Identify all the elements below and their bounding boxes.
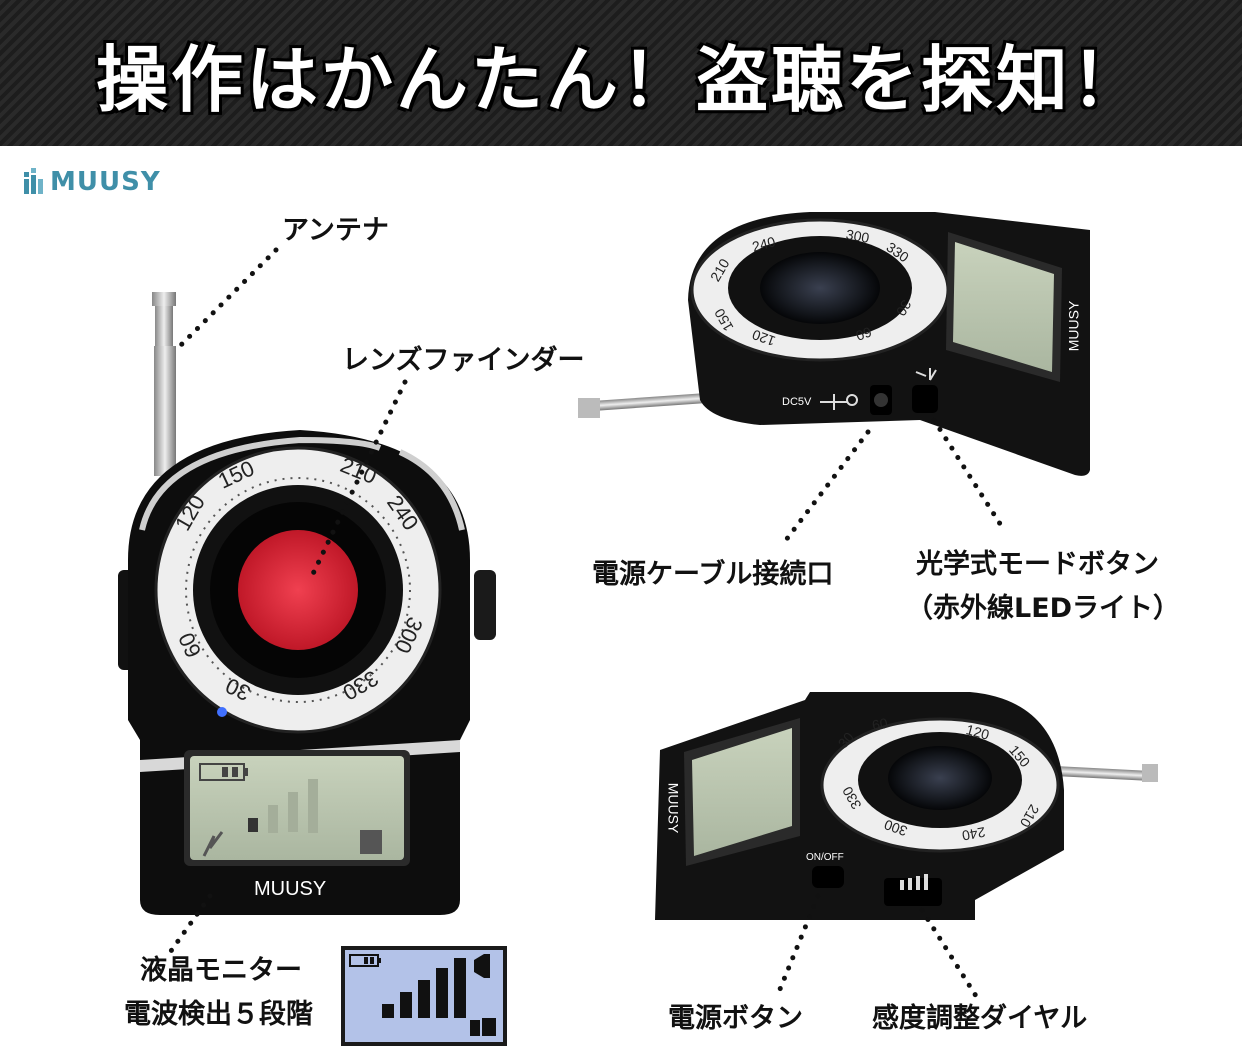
dc-label: DC5V — [782, 396, 812, 408]
top-right-device — [578, 212, 1090, 476]
brand-mark-icon — [24, 168, 43, 194]
callout-antenna: アンテナ — [282, 215, 389, 246]
dial-number: 60 — [870, 714, 889, 734]
callout-infrared-led: （赤外線LEDライト） — [906, 593, 1181, 624]
bottom-right-device — [655, 692, 1158, 920]
body-brand: MUUSY — [665, 782, 682, 834]
callout-power-cable-port: 電源ケーブル接続口 — [592, 559, 834, 590]
signal-lcd-inset — [341, 946, 507, 1046]
header-banner: 操作はかんたん！盗聴を探知！ — [0, 0, 1242, 146]
brand-name: MUUSY — [50, 167, 161, 197]
onoff-label: ON/OFF — [806, 852, 844, 863]
leader-lines — [163, 247, 1007, 999]
body-brand: MUUSY — [1065, 300, 1082, 352]
callout-sensitivity-dial: 感度調整ダイヤル — [872, 1003, 1088, 1034]
brand-logo: MUUSY — [24, 166, 161, 198]
callout-optical-mode-button: 光学式モードボタン — [916, 549, 1159, 580]
callout-lens-finder: レンズファインダー — [342, 345, 585, 376]
body-brand: MUUSY — [254, 878, 327, 900]
header-title: 操作はかんたん！盗聴を探知！ — [95, 37, 1146, 122]
callout-signal-levels: 電波検出５段階 — [124, 999, 313, 1030]
front-device — [118, 292, 496, 915]
callout-power-button: 電源ボタン — [668, 1003, 803, 1034]
callout-lcd-monitor: 液晶モニター — [140, 955, 302, 986]
